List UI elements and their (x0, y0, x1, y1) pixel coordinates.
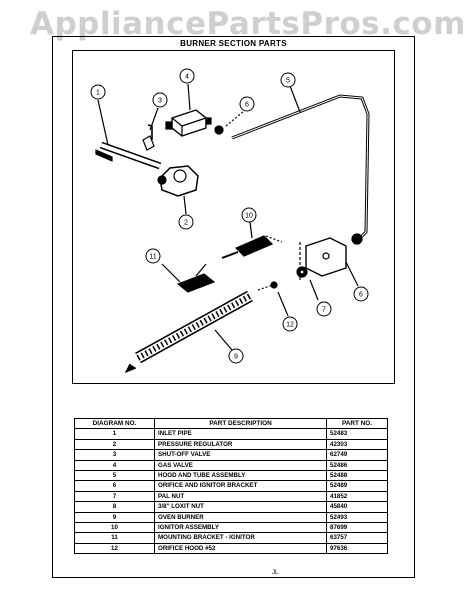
callout-6-upper: 6 (245, 102, 249, 109)
shut-off-valve-drawing (142, 107, 159, 151)
part-no: 52483 (326, 428, 388, 440)
part-no: 52489 (326, 480, 388, 492)
ignitor-assembly-drawing (221, 221, 283, 259)
part-no: 45840 (326, 501, 388, 513)
header-diagram-no: DIAGRAM NO. (74, 417, 155, 430)
callout-7: 7 (322, 307, 326, 314)
part-no: 52488 (326, 470, 388, 482)
part-description: GAS VALVE (154, 459, 327, 472)
fitting-nut-drawing (214, 110, 245, 135)
part-no: 52493 (326, 511, 388, 524)
diagram-box (72, 50, 395, 384)
diagram-no: 2 (74, 438, 155, 451)
callout-9: 9 (234, 354, 238, 361)
part-no: 62749 (326, 449, 388, 461)
callout-2: 2 (184, 220, 188, 227)
part-description: HOOD AND TUBE ASSEMBLY (154, 470, 327, 482)
diagram-no: 9 (74, 511, 155, 524)
section-title: BURNER SECTION PARTS (180, 39, 287, 48)
header-part-description: PART DESCRIPTION (154, 417, 327, 430)
part-no: 41852 (326, 490, 388, 503)
callout-1: 1 (96, 90, 100, 97)
part-description: MOUNTING BRACKET - IGNITOR (154, 532, 327, 544)
diagram-no: 8 (74, 501, 155, 513)
diagram-no: 1 (74, 428, 155, 440)
diagram-no: 4 (74, 459, 155, 472)
diagram-no: 3 (74, 449, 155, 461)
callout-6-lower: 6 (359, 292, 363, 299)
part-no: 42303 (326, 438, 388, 451)
callout-5: 5 (286, 78, 290, 85)
part-description: IGNITOR ASSEMBLY (154, 522, 327, 534)
diagram-no: 10 (74, 522, 155, 534)
page-frame (52, 36, 415, 578)
table-header-row: DIAGRAM NO. PART DESCRIPTION PART NO. (74, 417, 388, 430)
diagram-no: 5 (74, 470, 155, 482)
part-description: ORIFICE HOOD #52 (154, 542, 327, 555)
part-description: INLET PIPE (154, 428, 327, 440)
inlet-pipe-drawing (95, 99, 162, 170)
part-description: PRESSURE REGULATOR (154, 438, 327, 451)
part-no: 97636 (326, 542, 388, 555)
callout-3: 3 (158, 98, 162, 105)
part-description: OVEN BURNER (154, 511, 327, 524)
oven-burner-drawing (124, 290, 253, 374)
callout-11: 11 (149, 254, 156, 261)
diagram-no: 6 (74, 480, 155, 492)
diagram-no: 11 (74, 532, 155, 544)
callout-10: 10 (245, 213, 253, 220)
callout-4: 4 (185, 74, 189, 81)
gas-valve-drawing (165, 83, 212, 137)
header-part-no: PART NO. (326, 417, 388, 430)
footer-code: JL (272, 570, 279, 576)
mounting-bracket-ignitor-drawing (161, 263, 216, 293)
part-description: SHUT-OFF VALVE (154, 449, 327, 461)
part-description: PAL NUT (154, 490, 327, 503)
callout-12: 12 (286, 322, 294, 329)
diagram-no: 12 (74, 542, 155, 555)
part-description: ORIFICE AND IGNITOR BRACKET (154, 480, 327, 492)
part-no: 63757 (326, 532, 388, 544)
hood-tube-assembly-drawing (231, 85, 370, 245)
part-no: 87699 (326, 522, 388, 534)
orifice-hood-drawing (257, 281, 289, 317)
pal-nut-drawing (296, 266, 319, 301)
part-description: 3/8" LOXIT NUT (154, 501, 327, 513)
orifice-ignitor-bracket-drawing (299, 237, 359, 287)
part-no: 52486 (326, 459, 388, 472)
pressure-regulator-drawing (157, 165, 199, 215)
diagram-no: 7 (74, 490, 155, 503)
